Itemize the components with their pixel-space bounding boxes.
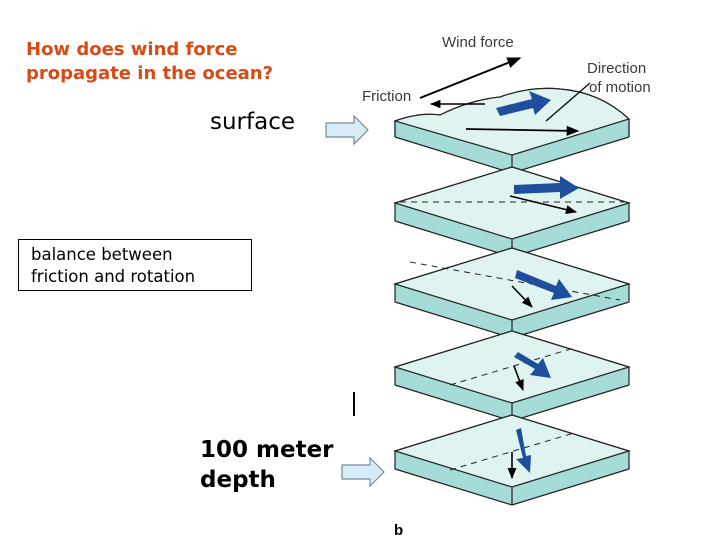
current-arrow-4 <box>514 352 551 378</box>
depth-label: 100 meter depth <box>200 435 334 495</box>
current-arrow-3 <box>515 270 572 300</box>
net-arrow-2 <box>509 195 578 214</box>
depth-pointer-arrow <box>341 456 385 488</box>
balance-line-2: friction and rotation <box>31 267 196 286</box>
slide-title: How does wind force propagate in the oce… <box>26 38 346 86</box>
water-layer-3 <box>392 247 632 339</box>
wind-force-arrow <box>419 57 522 99</box>
net-arrow-4 <box>513 365 524 392</box>
current-arrow-5 <box>516 428 531 473</box>
wind-force-label: Wind force <box>442 34 514 51</box>
panel-letter: b <box>394 522 403 539</box>
balance-note-box: balance between friction and rotation <box>18 239 252 291</box>
surface-pointer-arrow <box>325 114 369 146</box>
water-layer-2 <box>392 166 632 258</box>
net-arrow-3 <box>511 285 533 308</box>
wind-direction-arrow <box>465 125 580 136</box>
current-arrow-surface <box>496 91 551 116</box>
direction-leader-line <box>545 82 591 122</box>
direction-label-line-2: of motion <box>589 79 651 96</box>
balance-line-1: balance between <box>31 245 173 264</box>
depth-line-2: depth <box>200 467 276 493</box>
title-line-2: propagate in the ocean? <box>26 63 274 84</box>
current-arrow-2 <box>514 176 579 199</box>
title-line-1: How does wind force <box>26 39 238 60</box>
surface-label: surface <box>210 109 296 135</box>
friction-label: Friction <box>362 88 411 105</box>
water-layer-4 <box>392 330 632 422</box>
direction-label-line-1: Direction <box>587 60 646 77</box>
depth-line-1: 100 meter <box>200 437 334 463</box>
